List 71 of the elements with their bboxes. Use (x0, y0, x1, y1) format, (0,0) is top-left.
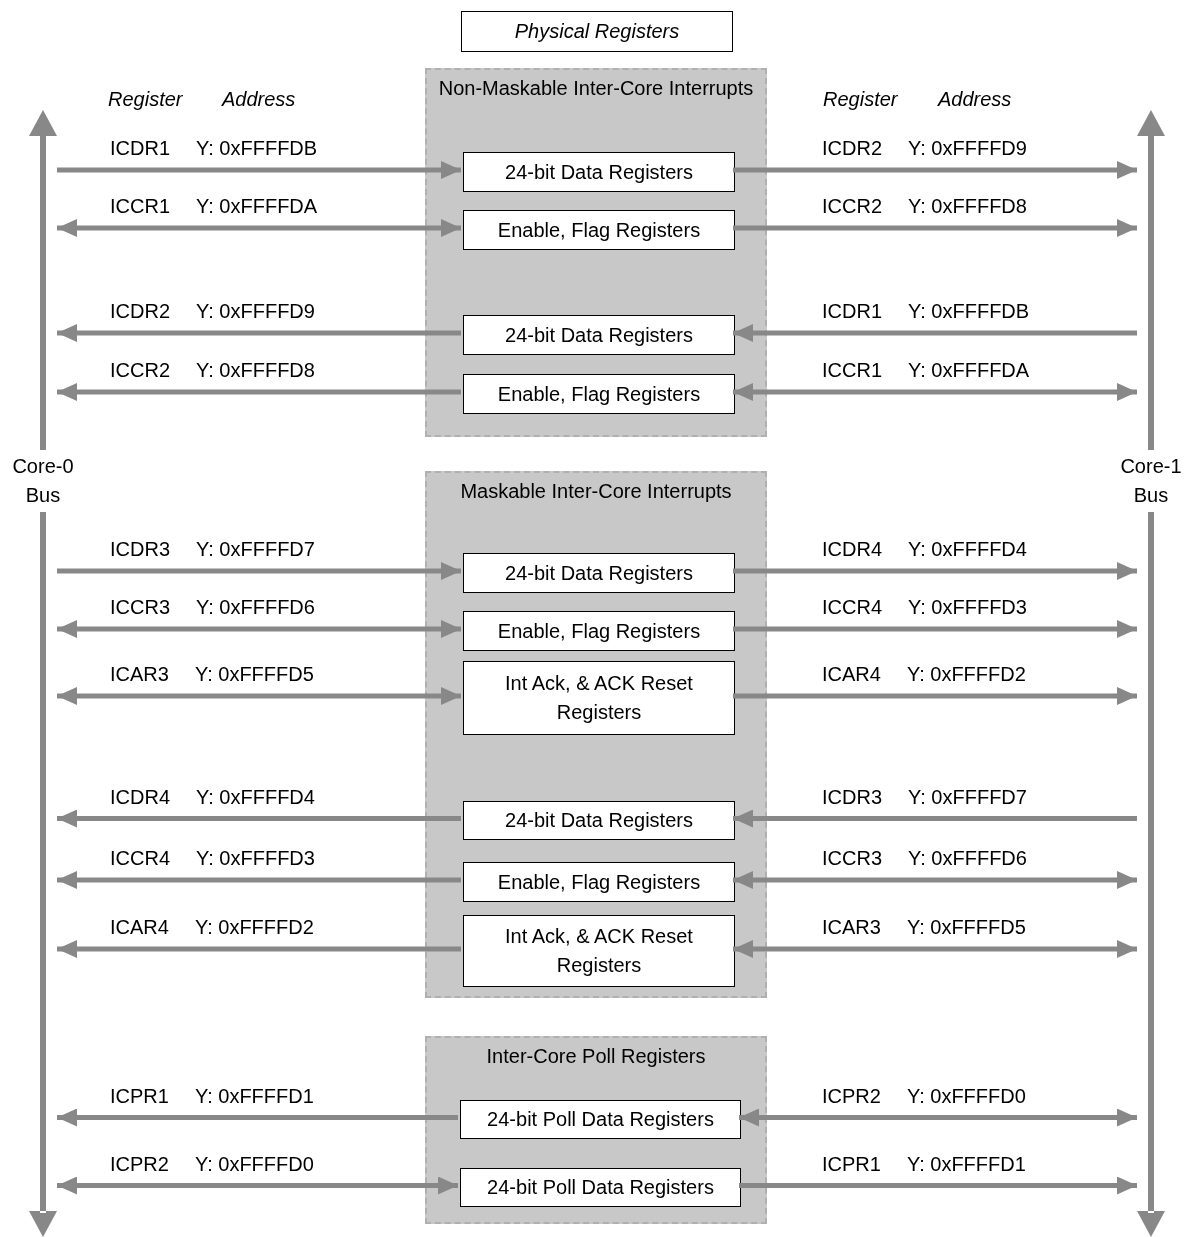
edge-label: ICDR3 Y: 0xFFFFD7 (822, 785, 1027, 808)
edge-label: ICAR4 Y: 0xFFFFD2 (822, 663, 1026, 685)
register-group-panel (425, 68, 767, 437)
register-box: 24-bit Data Registers (463, 315, 735, 355)
arrow (733, 620, 1137, 638)
arrow (733, 219, 1137, 237)
arrow (57, 1108, 458, 1127)
edge-label: ICDR3 Y: 0xFFFFD7 (110, 538, 315, 560)
register-box: Enable, Flag Registers (463, 862, 735, 902)
edge-label: ICCR3 Y: 0xFFFFD6 (822, 847, 1027, 869)
edge-label: ICCR1 Y: 0xFFFFDA (110, 195, 318, 217)
arrow (57, 620, 461, 638)
register-box: Enable, Flag Registers (463, 374, 735, 414)
edge-label: ICAR3 Y: 0xFFFFD5 (822, 916, 1026, 938)
arrow (57, 324, 461, 342)
edge-label: ICPR2 Y: 0xFFFFD0 (822, 1084, 1026, 1107)
edge-label: ICCR2 Y: 0xFFFFD8 (822, 195, 1027, 217)
register-box: Enable, Flag Registers (463, 611, 735, 651)
arrow (57, 687, 461, 705)
column-heading: Address (938, 87, 1012, 111)
edge-label: ICCR4 Y: 0xFFFFD3 (822, 596, 1027, 618)
arrow (739, 1176, 1137, 1195)
edge-label: ICCR2 Y: 0xFFFFD8 (110, 359, 315, 381)
arrow (57, 383, 461, 401)
arrow (57, 1176, 458, 1195)
register-box: 24-bit Data Registers (463, 152, 735, 192)
edge-label: ICDR1 Y: 0xFFFFDB (822, 300, 1030, 322)
group-title: Inter-Core Poll Registers (485, 1044, 707, 1069)
arrow (57, 940, 461, 958)
register-box: 24-bit Data Registers (463, 553, 735, 593)
arrow (57, 562, 461, 580)
column-heading: Register (823, 87, 898, 111)
edge-label: ICAR4 Y: 0xFFFFD2 (110, 916, 314, 938)
arrow (733, 871, 1137, 889)
column-heading: Register (108, 87, 183, 111)
arrow (57, 161, 461, 179)
arrow (733, 562, 1137, 580)
register-group-panel (425, 1036, 767, 1224)
edge-label: ICPR1 Y: 0xFFFFD1 (110, 1084, 314, 1107)
register-box: Int Ack, & ACK Reset Registers (463, 915, 735, 987)
arrow (739, 1108, 1137, 1127)
register-box: Enable, Flag Registers (463, 210, 735, 250)
arrow (57, 219, 461, 237)
edge-label: ICAR3 Y: 0xFFFFD5 (110, 663, 314, 685)
edge-label: ICDR1 Y: 0xFFFFDB (110, 137, 318, 159)
edge-label: ICDR4 Y: 0xFFFFD4 (110, 785, 315, 808)
register-box: Physical Registers (461, 11, 733, 52)
edge-label: ICPR2 Y: 0xFFFFD0 (110, 1152, 314, 1175)
edge-label: ICCR1 Y: 0xFFFFDA (822, 359, 1030, 381)
edge-label: ICDR4 Y: 0xFFFFD4 (822, 538, 1027, 560)
arrow (733, 940, 1137, 958)
column-heading: Address (222, 87, 296, 111)
register-box: 24-bit Poll Data Registers (460, 1100, 741, 1139)
arrow (733, 324, 1137, 342)
arrow (57, 809, 461, 828)
edge-label: ICDR2 Y: 0xFFFFD9 (822, 137, 1027, 159)
register-box: 24-bit Poll Data Registers (460, 1168, 741, 1207)
edge-label: ICCR3 Y: 0xFFFFD6 (110, 596, 315, 618)
group-title: Maskable Inter-Core Interrupts (459, 479, 733, 504)
arrow (733, 161, 1137, 179)
arrow (57, 871, 461, 889)
arrow (733, 383, 1137, 401)
group-title: Non-Maskable Inter-Core Interrupts (437, 76, 755, 101)
arrow (733, 687, 1137, 705)
edge-label: ICCR4 Y: 0xFFFFD3 (110, 847, 315, 869)
register-box: 24-bit Data Registers (463, 801, 735, 840)
register-group-panel (425, 471, 767, 998)
arrow (733, 809, 1137, 828)
edge-label: ICPR1 Y: 0xFFFFD1 (822, 1152, 1026, 1175)
edge-label: ICDR2 Y: 0xFFFFD9 (110, 300, 315, 322)
register-box: Int Ack, & ACK Reset Registers (463, 661, 735, 735)
